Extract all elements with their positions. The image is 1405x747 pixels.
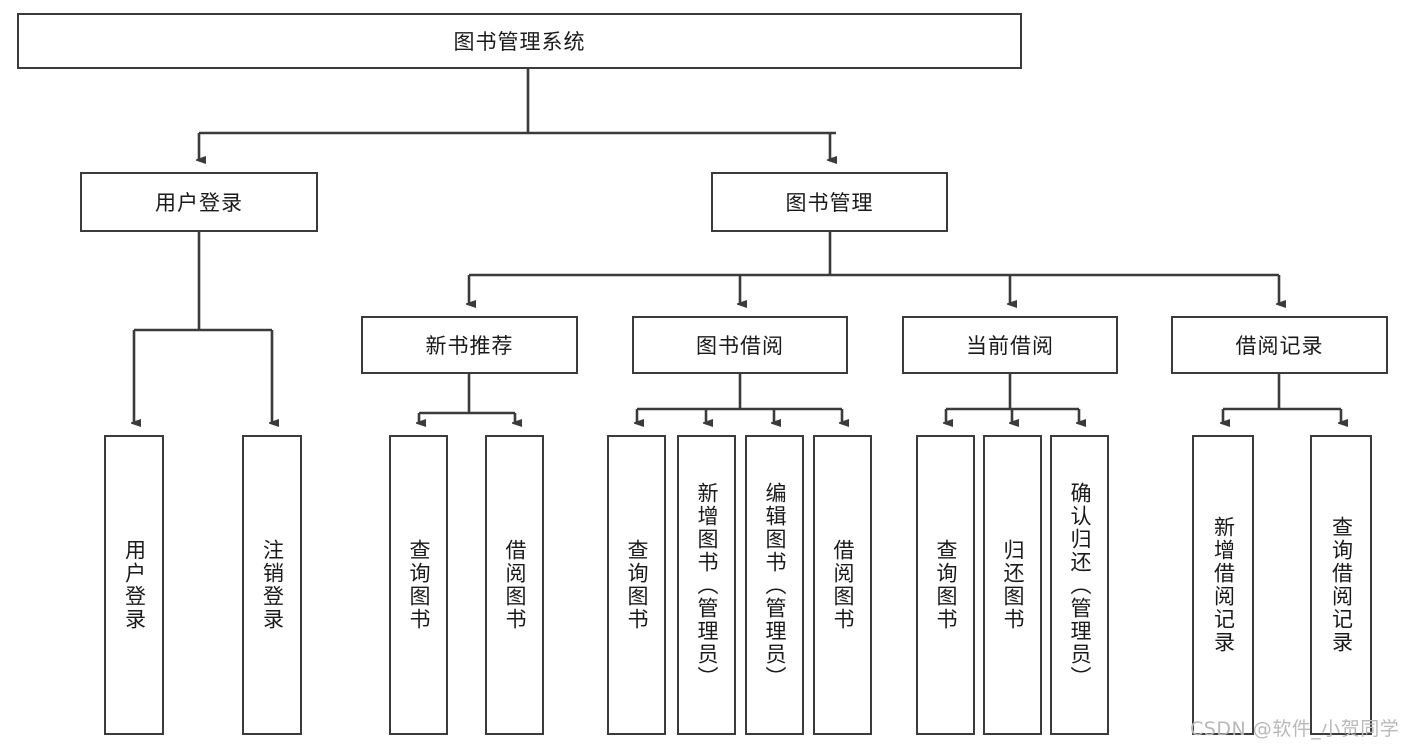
node-leaf-label: 确认归还（管理员） [1068,481,1092,689]
node-leaf-add-borrow-record[interactable]: 新增借阅记录 [1192,435,1254,735]
node-current-borrow-label: 当前借阅 [966,334,1054,358]
node-leaf-borrow-book[interactable]: 借阅图书 [813,435,872,735]
node-leaf-query-book-new[interactable]: 查询图书 [389,435,448,735]
node-leaf-label: 借阅图书 [503,539,527,631]
node-new-book-recommend[interactable]: 新书推荐 [361,316,578,374]
node-book-management[interactable]: 图书管理 [711,172,948,232]
node-leaf-label: 查询借阅记录 [1329,516,1354,654]
node-leaf-user-login[interactable]: 用户登录 [104,435,164,735]
node-leaf-label: 编辑图书（管理员） [763,481,787,689]
node-leaf-label: 用户登录 [122,539,147,631]
node-leaf-confirm-return-admin[interactable]: 确认归还（管理员） [1050,435,1109,735]
node-book-borrow[interactable]: 图书借阅 [632,316,848,374]
node-leaf-query-book-borrow[interactable]: 查询图书 [607,435,666,735]
node-current-borrow[interactable]: 当前借阅 [902,316,1118,374]
node-book-borrow-label: 图书借阅 [696,334,784,358]
node-borrow-records[interactable]: 借阅记录 [1171,316,1388,374]
node-borrow-records-label: 借阅记录 [1235,334,1324,358]
node-leaf-query-book-current[interactable]: 查询图书 [916,435,975,735]
node-leaf-label: 查询图书 [934,539,958,631]
node-user-login[interactable]: 用户登录 [80,172,318,232]
node-leaf-label: 归还图书 [1001,539,1025,631]
csdn-watermark: CSDN @软件_小贺同学 [1190,718,1400,740]
node-leaf-label: 查询图书 [625,539,649,631]
node-root-label: 图书管理系统 [453,30,586,54]
node-book-management-label: 图书管理 [785,191,874,215]
node-leaf-label: 新增借阅记录 [1211,516,1236,654]
node-new-book-recommend-label: 新书推荐 [425,334,514,358]
node-leaf-logout[interactable]: 注销登录 [242,435,302,735]
node-user-login-label: 用户登录 [155,191,243,215]
node-leaf-borrow-book-new[interactable]: 借阅图书 [485,435,544,735]
node-root-system[interactable]: 图书管理系统 [17,13,1022,69]
node-leaf-return-book[interactable]: 归还图书 [983,435,1042,735]
node-leaf-label: 注销登录 [260,539,285,631]
node-leaf-label: 新增图书（管理员） [695,481,719,689]
node-leaf-add-book-admin[interactable]: 新增图书（管理员） [677,435,736,735]
node-leaf-query-borrow-record[interactable]: 查询借阅记录 [1310,435,1372,735]
node-leaf-label: 借阅图书 [831,539,855,631]
node-leaf-edit-book-admin[interactable]: 编辑图书（管理员） [745,435,804,735]
node-leaf-label: 查询图书 [407,539,431,631]
